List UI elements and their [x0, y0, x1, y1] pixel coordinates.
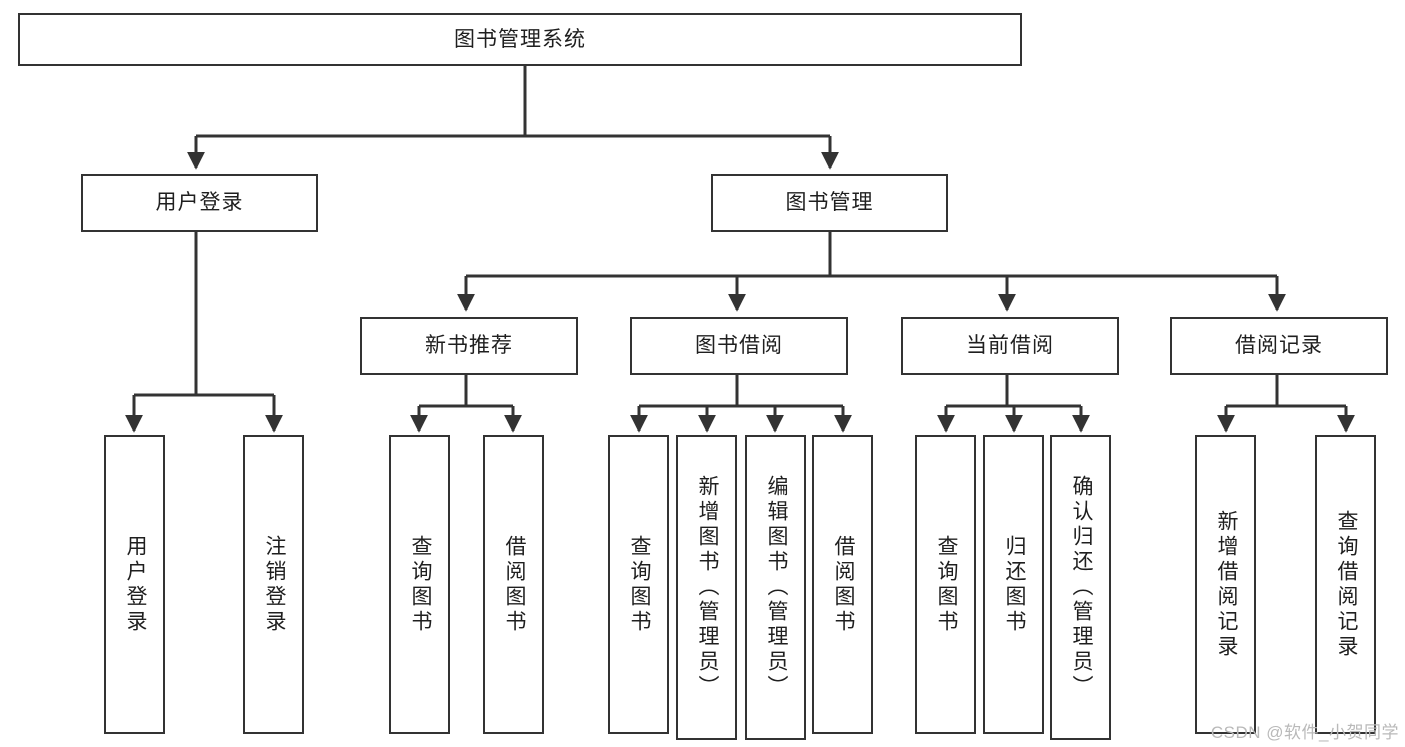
node-leaf-label: 查询图书 — [627, 534, 651, 635]
node-new-book-recommend-label: 新书推荐 — [425, 334, 513, 358]
node-leaf-query-borrow-record[interactable]: 查询借阅记录 — [1315, 435, 1376, 734]
node-user-login[interactable]: 用户登录 — [81, 174, 318, 232]
node-leaf-label: 归还图书 — [1002, 534, 1026, 635]
node-leaf-query-book-2[interactable]: 查询图书 — [608, 435, 669, 734]
node-borrow-record-label: 借阅记录 — [1235, 334, 1323, 358]
node-leaf-edit-book-admin[interactable]: 编辑图书（管理员） — [745, 435, 806, 740]
node-leaf-label: 查询图书 — [934, 534, 958, 635]
node-leaf-return-book[interactable]: 归还图书 — [983, 435, 1044, 734]
node-leaf-user-login[interactable]: 用户登录 — [104, 435, 165, 734]
node-user-login-label: 用户登录 — [155, 191, 244, 215]
node-leaf-label: 查询借阅记录 — [1334, 509, 1358, 660]
node-leaf-query-book-3[interactable]: 查询图书 — [915, 435, 976, 734]
node-new-book-recommend[interactable]: 新书推荐 — [360, 317, 578, 375]
node-current-borrow[interactable]: 当前借阅 — [901, 317, 1119, 375]
node-book-management[interactable]: 图书管理 — [711, 174, 948, 232]
node-book-borrow-label: 图书借阅 — [695, 334, 783, 358]
node-leaf-confirm-return-admin[interactable]: 确认归还（管理员） — [1050, 435, 1111, 740]
node-leaf-label: 借阅图书 — [502, 534, 526, 635]
node-leaf-label: 借阅图书 — [831, 534, 855, 635]
node-leaf-label: 查询图书 — [408, 534, 432, 635]
node-leaf-logout[interactable]: 注销登录 — [243, 435, 304, 734]
node-leaf-query-book-1[interactable]: 查询图书 — [389, 435, 450, 734]
node-borrow-record[interactable]: 借阅记录 — [1170, 317, 1388, 375]
node-leaf-borrow-book-1[interactable]: 借阅图书 — [483, 435, 544, 734]
node-leaf-add-borrow-record[interactable]: 新增借阅记录 — [1195, 435, 1256, 734]
node-leaf-label: 用户登录 — [123, 534, 147, 635]
node-root[interactable]: 图书管理系统 — [18, 13, 1022, 66]
node-leaf-label: 新增借阅记录 — [1214, 509, 1238, 660]
node-leaf-add-book-admin[interactable]: 新增图书（管理员） — [676, 435, 737, 740]
node-root-label: 图书管理系统 — [454, 27, 586, 51]
node-leaf-label: 注销登录 — [262, 534, 286, 635]
node-book-management-label: 图书管理 — [785, 191, 874, 215]
node-leaf-label: 新增图书（管理员） — [695, 475, 719, 700]
node-leaf-label: 确认归还（管理员） — [1069, 475, 1093, 700]
node-book-borrow[interactable]: 图书借阅 — [630, 317, 848, 375]
node-leaf-label: 编辑图书（管理员） — [764, 475, 788, 700]
node-leaf-borrow-book-2[interactable]: 借阅图书 — [812, 435, 873, 734]
node-current-borrow-label: 当前借阅 — [966, 334, 1054, 358]
